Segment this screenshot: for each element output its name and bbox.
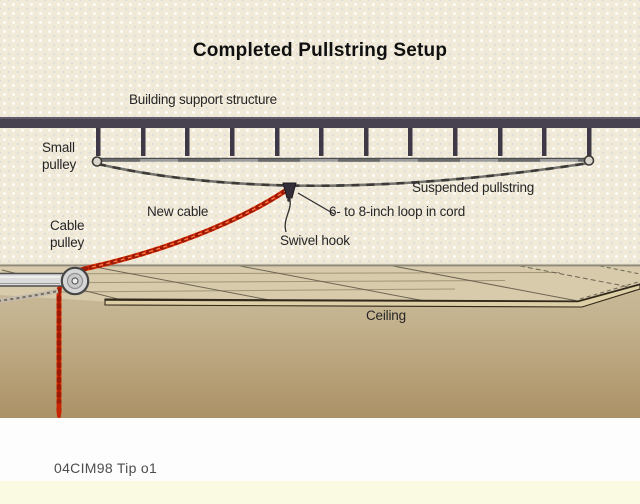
leader-swivel-hook: [284, 197, 291, 233]
small-pulley-left: [91, 156, 103, 167]
label-building-support-structure: Building support structure: [129, 92, 277, 107]
cable-pulley-arm: [0, 272, 71, 287]
label-cable-pulley: Cable pulley: [50, 218, 85, 250]
figure-title: Completed Pullstring Setup: [192, 40, 448, 61]
building-support-beam: [0, 117, 640, 128]
label-swivel-hook: Swivel hook: [280, 233, 350, 248]
pull-rope: [0, 288, 59, 303]
leader-lines: [284, 192, 335, 233]
diagram-artwork: [0, 117, 640, 418]
ceiling-plane: [0, 262, 640, 308]
figure-caption: 04CIM98 Tip o1: [54, 460, 158, 476]
ceiling-front-edge: [104, 283, 640, 308]
label-small-pulley: Small pulley: [42, 140, 77, 172]
footer-white-strip: [0, 418, 640, 481]
pullstring-diagram: Completed Pullstring Setup Building supp…: [0, 0, 640, 418]
cable-pulley-assembly: [0, 266, 90, 296]
suspended-pullstring-line: [97, 161, 590, 188]
label-ceiling: Ceiling: [366, 308, 406, 323]
label-suspended-pullstring: Suspended pullstring: [412, 180, 535, 195]
small-pulley-right: [583, 155, 595, 166]
leader-loop-in-cord: [297, 192, 335, 215]
hanger-bars: [96, 128, 592, 156]
label-loop-in-cord: 6- to 8-inch loop in cord: [329, 204, 466, 219]
label-new-cable: New cable: [147, 204, 209, 219]
rail-rod: [98, 157, 589, 162]
footer-yellow-strip: [0, 481, 640, 504]
swivel-hook-shape: [282, 182, 297, 202]
